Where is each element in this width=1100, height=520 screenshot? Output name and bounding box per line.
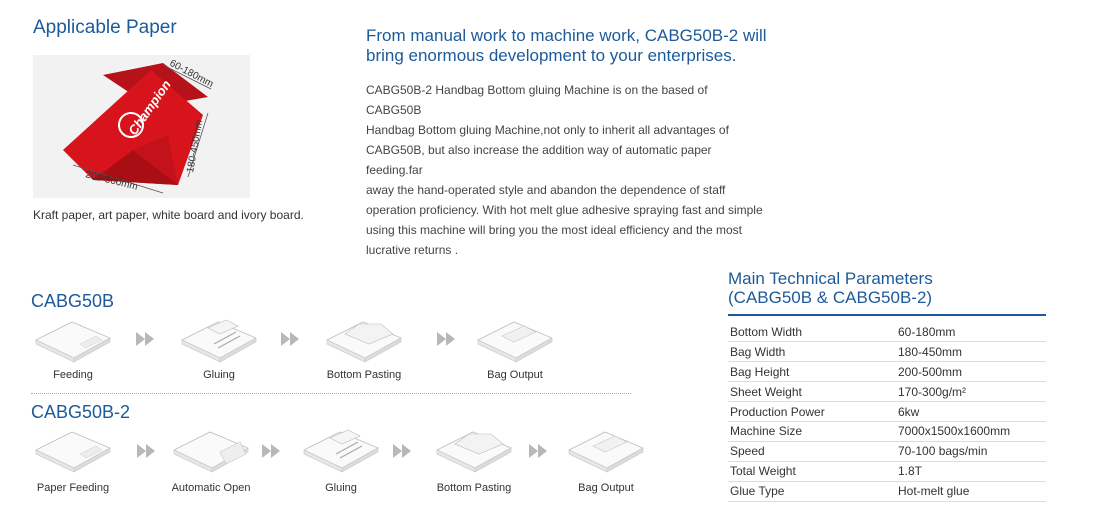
paragraph-line: operation proficiency. With hot melt glu… [366,203,763,217]
paragraph-line: away the hand-operated style and abandon… [366,183,726,197]
param-value: 60-180mm [896,322,1046,343]
step-label: Gluing [325,482,357,494]
step-label: Bag Output [487,369,543,381]
red-bag-image: Champion 60-180mm 180-450mm 200-500mm [33,55,250,198]
output-bag-icon [474,318,556,371]
pasted-bottom-icon [433,428,515,481]
param-value: 70-100 bags/min [896,441,1046,462]
process-arrow-icon [281,332,303,346]
intro-headline: From manual work to machine work, CABG50… [366,26,786,66]
params-title: Main Technical Parameters (CABG50B & CAB… [728,269,933,307]
intro-paragraph: CABG50B-2 Handbag Bottom gluing Machine … [366,80,766,260]
paragraph-line: CABG50B-2 Handbag Bottom gluing Machine … [366,83,708,117]
applicable-paper-title: Applicable Paper [33,17,177,38]
param-name: Production Power [728,401,896,422]
params-title-line-2: (CABG50B & CABG50B-2) [728,288,933,307]
glued-bag-icon [300,428,382,481]
param-value: 6kw [896,401,1046,422]
param-value: 1.8T [896,461,1046,482]
param-value: 180-450mm [896,341,1046,363]
step-label: Bottom Pasting [436,482,512,494]
paragraph-line: CABG50B, but also increase the addition … [366,143,712,177]
param-name: Bottom Width [728,322,896,343]
process-arrow-icon [437,332,459,346]
param-name: Bag Width [728,341,896,363]
process-arrow-icon [529,444,551,458]
paragraph-line: using this machine will bring you the mo… [366,223,742,237]
process-arrow-icon [262,444,284,458]
open-bag-icon [170,428,252,481]
param-name: Machine Size [728,421,896,442]
paragraph-line: Handbag Bottom gluing Machine,not only t… [366,123,729,137]
step-label: Paper Feeding [36,482,110,494]
step-label: Automatic Open [171,482,251,494]
pasted-bottom-icon [323,318,405,371]
param-name: Sheet Weight [728,381,896,403]
param-name: Speed [728,441,896,462]
output-bag-icon [565,428,647,481]
paragraph-line: lucrative returns . [366,243,459,257]
params-rule [728,314,1046,316]
headline-line-2: bring enormous development to your enter… [366,46,737,65]
glued-bag-icon [178,318,260,371]
section-divider [31,393,631,394]
param-name: Total Weight [728,461,896,482]
paper-caption: Kraft paper, art paper, white board and … [33,208,304,222]
process-arrow-icon [137,444,159,458]
param-name: Glue Type [728,481,896,502]
cabg50b2-title: CABG50B-2 [31,402,131,422]
param-value: Hot-melt glue [896,481,1046,502]
params-title-line-1: Main Technical Parameters [728,269,933,288]
param-value: 7000x1500x1600mm [896,421,1046,442]
flat-bag-icon [32,428,114,481]
param-value: 200-500mm [896,361,1046,383]
param-name: Bag Height [728,361,896,383]
process-arrow-icon [136,332,158,346]
param-value: 170-300g/m² [896,381,1046,403]
step-label: Bag Output [578,482,634,494]
flat-bag-icon [32,318,114,371]
step-label: Gluing [203,369,235,381]
process-arrow-icon [393,444,415,458]
headline-line-1: From manual work to machine work, CABG50… [366,26,767,45]
step-label: Bottom Pasting [326,369,402,381]
cabg50b-title: CABG50B [31,291,115,311]
step-label: Feeding [53,369,93,381]
